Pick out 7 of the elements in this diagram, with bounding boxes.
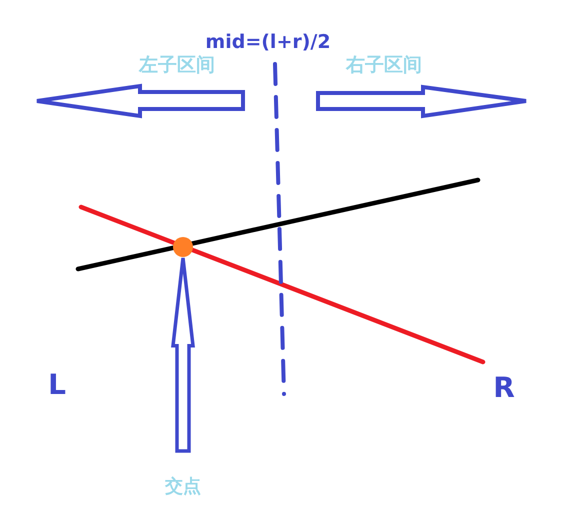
interval-label: 左子区间 [139,55,215,76]
arrow [171,256,195,453]
endpoint-label: R [493,373,515,404]
endpoint-label: L [48,370,66,401]
point-label: 交点 [165,477,201,497]
formula-label: mid=(l+r)/2 [205,32,331,53]
interval-label: 右子区间 [346,55,422,76]
